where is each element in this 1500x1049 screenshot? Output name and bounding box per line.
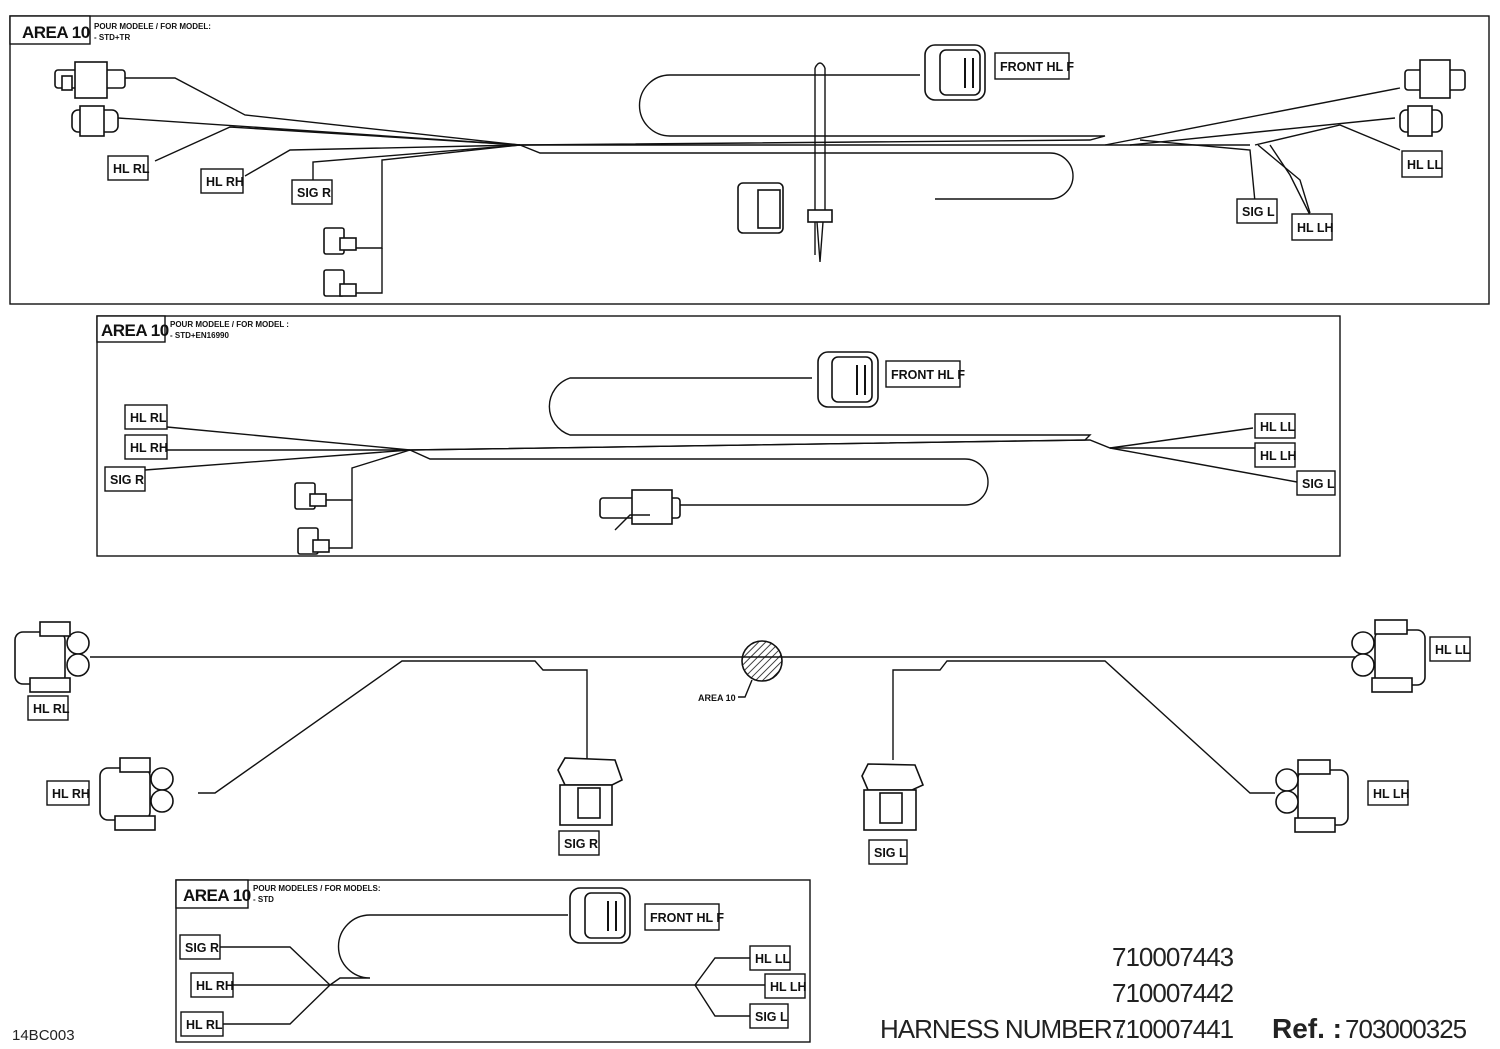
hl-rl-connector-icon [54, 61, 126, 99]
panel-std-model-line1: POUR MODELES / FOR MODELS: [253, 884, 381, 893]
panel-tr-model-line1: POUR MODELE / FOR MODEL: [94, 22, 211, 31]
main-tag-hl-rh: HL RH [46, 780, 90, 806]
panel-tr-model-line2: - STD+TR [94, 33, 130, 42]
en-tag-front-hl-f: FRONT HL F [885, 360, 965, 388]
en-tag-hl-rh: HL RH [124, 434, 168, 460]
main-harness: AREA 10 [14, 619, 1471, 865]
panel-en-model-line1: POUR MODELE / FOR MODEL : [170, 320, 289, 329]
tag-hl-ll: HL LL [1401, 150, 1443, 178]
drawing-code: 14BC003 [12, 1027, 75, 1044]
svg-text:HL LL: HL LL [1435, 643, 1471, 657]
svg-text:FRONT HL F: FRONT HL F [891, 368, 965, 382]
en-center-connector-icon [599, 489, 681, 531]
en-tag-hl-rl: HL RL [124, 404, 168, 430]
svg-text:HL RL: HL RL [33, 702, 70, 716]
std-tag-front-hl-f: FRONT HL F [644, 903, 724, 931]
svg-text:SIG L: SIG L [1242, 205, 1275, 219]
svg-text:HL RH: HL RH [196, 979, 234, 993]
main-tag-hl-rl: HL RL [27, 695, 70, 721]
front-hl-connector-icon [924, 44, 986, 101]
main-hl-ll-connector-icon [1351, 619, 1426, 693]
area-10-marker: AREA 10 [698, 640, 783, 703]
panel-std-en16990: AREA 10 POUR MODELE / FOR MODEL : - STD+… [96, 315, 1341, 557]
svg-text:HL RH: HL RH [52, 787, 90, 801]
svg-text:HL RH: HL RH [206, 175, 244, 189]
sig-r-terminal-icon [323, 227, 357, 297]
svg-text:HL LH: HL LH [1260, 449, 1297, 463]
std-tag-hl-ll: HL LL [749, 945, 791, 971]
svg-text:SIG L: SIG L [755, 1010, 788, 1024]
main-tag-sig-l: SIG L [868, 839, 908, 865]
svg-text:HL LH: HL LH [770, 980, 807, 994]
svg-text:FRONT HL F: FRONT HL F [650, 911, 724, 925]
harness-number-3: 710007441 [1112, 1014, 1234, 1044]
std-tag-hl-rh: HL RH [190, 972, 234, 998]
tr-center-connector-icon [737, 182, 784, 234]
svg-text:SIG R: SIG R [110, 473, 144, 487]
svg-text:HL LL: HL LL [1260, 420, 1296, 434]
hl-ll-connector-icon [1404, 59, 1466, 99]
en-tag-sig-l: SIG L [1296, 470, 1336, 496]
panel-tr-area-label: AREA 10 [22, 23, 90, 42]
std-front-hl-connector-icon [569, 887, 631, 944]
ref-label: Ref. : [1272, 1013, 1342, 1044]
tag-sig-l: SIG L [1236, 198, 1278, 224]
en-tag-sig-r: SIG R [104, 466, 146, 492]
hl-lh-connector-icon [1399, 105, 1443, 137]
en-tag-hl-ll: HL LL [1254, 413, 1296, 439]
panel-en-area-label: AREA 10 [101, 321, 169, 340]
tag-hl-lh: HL LH [1291, 213, 1334, 241]
svg-text:HL LL: HL LL [755, 952, 791, 966]
main-hl-rh-connector-icon [99, 757, 174, 831]
en-tag-hl-lh: HL LH [1254, 442, 1297, 468]
svg-text:SIG R: SIG R [564, 837, 598, 851]
main-hl-rl-connector-icon [14, 621, 90, 693]
harness-number-label: HARNESS NUMBER : [880, 1014, 1124, 1044]
en-sig-r-terminal-icon [294, 482, 330, 555]
std-tag-sig-r: SIG R [179, 934, 221, 960]
panel-std-tr: AREA 10 POUR MODELE / FOR MODEL: - STD+T… [9, 15, 1490, 305]
svg-text:HL RL: HL RL [130, 411, 167, 425]
main-tag-sig-r: SIG R [558, 830, 600, 856]
harness-number-1: 710007443 [1112, 942, 1234, 972]
panel-std-model-line2: - STD [253, 895, 274, 904]
ref-value: 703000325 [1345, 1014, 1467, 1044]
svg-text:HL LH: HL LH [1297, 221, 1334, 235]
std-tag-hl-rl: HL RL [180, 1011, 224, 1037]
hl-rh-connector-icon [71, 105, 119, 137]
area-10-callout: AREA 10 [698, 693, 736, 703]
en-front-hl-connector-icon [817, 351, 879, 408]
panel-en-model-line2: - STD+EN16990 [170, 331, 229, 340]
svg-text:HL RL: HL RL [186, 1018, 223, 1032]
svg-text:HL LH: HL LH [1373, 787, 1410, 801]
std-tag-hl-lh: HL LH [764, 973, 807, 999]
panel-std: AREA 10 POUR MODELES / FOR MODELS: - STD… [175, 879, 811, 1043]
panel-std-area-label: AREA 10 [183, 886, 251, 905]
tag-hl-rh: HL RH [200, 168, 244, 194]
svg-text:SIG L: SIG L [1302, 477, 1335, 491]
main-sig-l-connector-icon [861, 763, 925, 831]
main-tag-hl-lh: HL LH [1367, 780, 1410, 806]
tag-sig-r: SIG R [291, 179, 333, 205]
svg-text:HL RH: HL RH [130, 441, 168, 455]
svg-text:SIG R: SIG R [185, 941, 219, 955]
main-hl-lh-connector-icon [1275, 759, 1349, 833]
std-tag-sig-l: SIG L [749, 1003, 789, 1029]
svg-text:FRONT HL F: FRONT HL F [1000, 60, 1074, 74]
svg-text:HL LL: HL LL [1407, 158, 1443, 172]
harness-number-2: 710007442 [1112, 978, 1234, 1008]
svg-text:SIG R: SIG R [297, 186, 331, 200]
svg-text:HL RL: HL RL [113, 162, 150, 176]
main-sig-r-connector-icon [557, 757, 623, 826]
svg-text:SIG L: SIG L [874, 846, 907, 860]
main-tag-hl-ll: HL LL [1429, 636, 1471, 662]
tag-front-hl-f: FRONT HL F [994, 52, 1074, 80]
tag-hl-rl: HL RL [107, 155, 150, 181]
